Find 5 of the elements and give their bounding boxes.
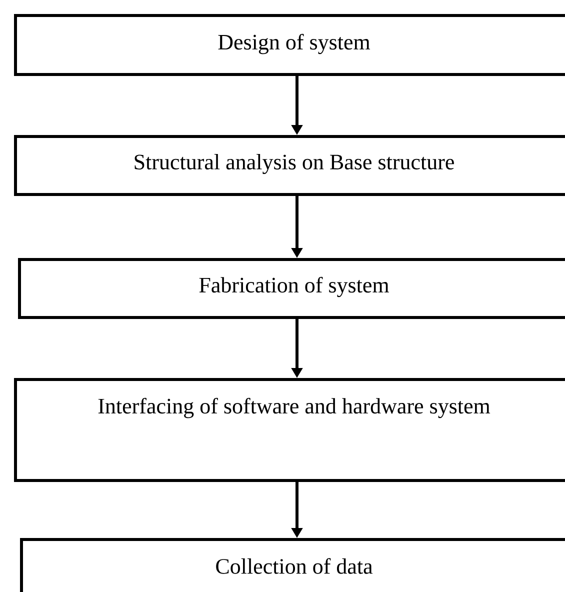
process-box: Structural analysis on Base structure xyxy=(14,135,565,196)
process-box: Fabrication of system xyxy=(18,258,565,319)
process-box: Collection of data xyxy=(20,538,565,592)
process-box: Interfacing of software and hardware system xyxy=(14,378,565,482)
process-box: Design of system xyxy=(14,14,565,76)
